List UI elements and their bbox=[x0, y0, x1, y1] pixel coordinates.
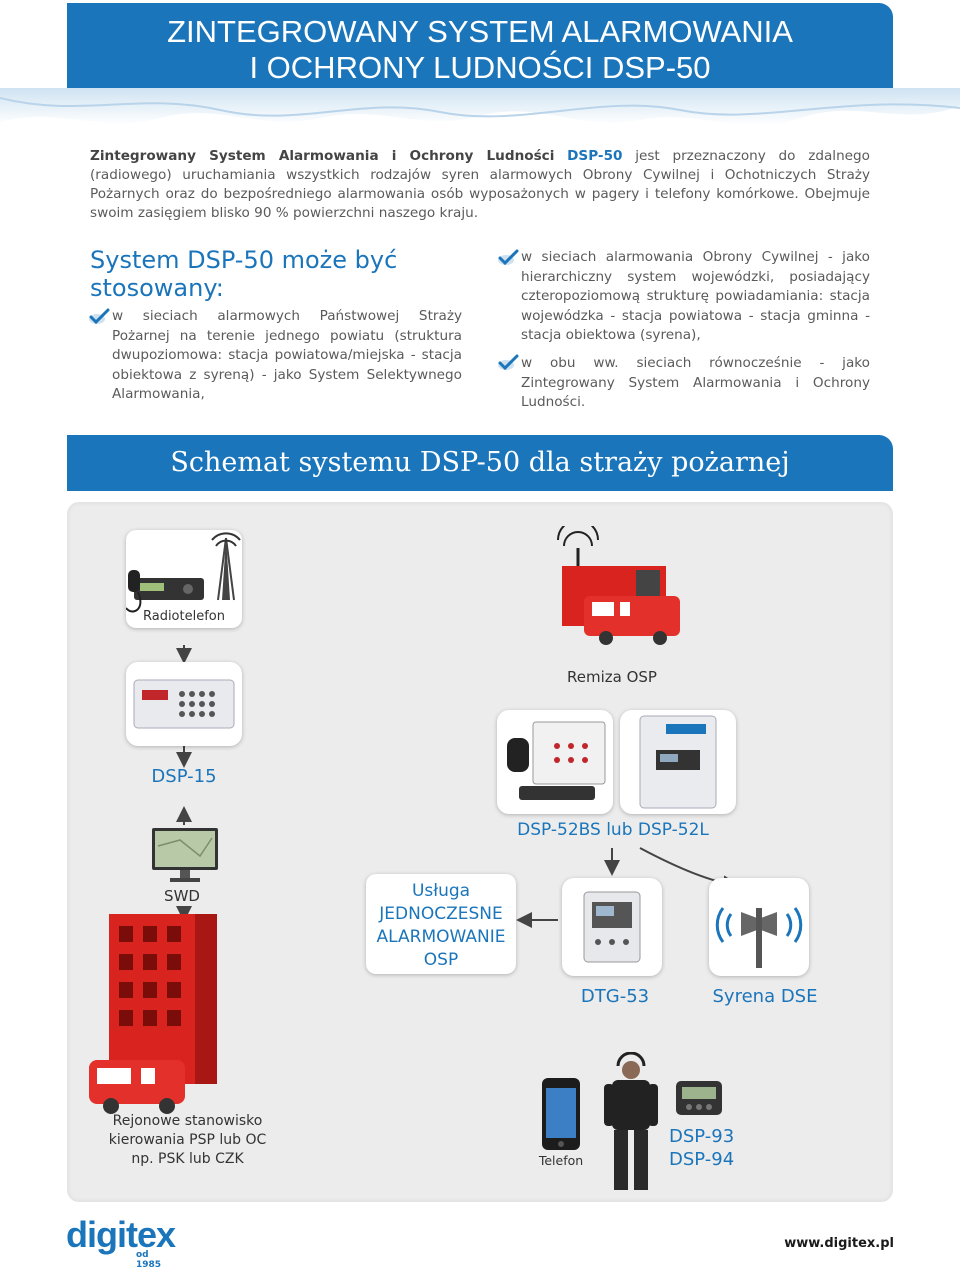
label-telefon: Telefon bbox=[538, 1153, 584, 1168]
label-usluga: Usługa JEDNOCZESNE ALARMOWANIE OSP bbox=[366, 880, 516, 972]
label-syrena: Syrena DSE bbox=[712, 986, 818, 1007]
dtg53-device-icon bbox=[583, 891, 641, 963]
radiotelefon-icon bbox=[125, 532, 241, 613]
header-title-line1: ZINTEGROWANY SYSTEM ALARMOWANIA bbox=[167, 14, 793, 49]
label-swd: SWD bbox=[164, 887, 200, 905]
remiza-osp-icon bbox=[557, 526, 680, 645]
label-dsp52: DSP-52BS lub DSP-52L bbox=[517, 820, 709, 840]
label-usluga-line4: OSP bbox=[423, 950, 459, 970]
page-header: ZINTEGROWANY SYSTEM ALARMOWANIA I OCHRON… bbox=[67, 3, 893, 93]
checkmark-icon bbox=[498, 354, 519, 371]
smartphone-icon bbox=[542, 1078, 580, 1150]
dsp52bs-card bbox=[497, 710, 613, 814]
dtg53-card bbox=[562, 878, 662, 976]
syrena-card bbox=[709, 878, 809, 976]
label-dsp94: DSP-94 bbox=[669, 1149, 735, 1170]
use-item-2: w sieciach alarmowania Obrony Cywilnej -… bbox=[521, 249, 870, 343]
label-usluga-line2: JEDNOCZESNE bbox=[379, 904, 503, 924]
uses-title: System DSP-50 może być stosowany: bbox=[90, 246, 398, 302]
digitex-logo: digitex od 1985 bbox=[66, 1214, 176, 1270]
label-rejonowe-line3: np. PSK lub CZK bbox=[131, 1151, 244, 1167]
dsp15-card bbox=[126, 662, 242, 746]
label-dsp15: DSP-15 bbox=[151, 766, 217, 787]
dsp52bs-device-icon bbox=[507, 721, 606, 800]
label-pagers: DSP-93 DSP-94 bbox=[669, 1125, 741, 1171]
checkmark-icon bbox=[89, 308, 110, 325]
use-item-3: w obu ww. sieciach równocześnie - jako Z… bbox=[521, 355, 870, 410]
dsp52l-device-icon bbox=[639, 715, 717, 809]
header-title-line2: I OCHRONY LUDNOŚCI DSP-50 bbox=[249, 50, 711, 85]
dsp15-device-icon bbox=[133, 679, 235, 729]
label-usluga-line3: ALARMOWANIE bbox=[376, 927, 506, 947]
label-rejonowe-line1: Rejonowe stanowisko bbox=[112, 1113, 263, 1129]
schema-title: Schemat systemu DSP-50 dla straży pożarn… bbox=[67, 435, 893, 491]
monitor-icon bbox=[152, 828, 218, 882]
footer-url[interactable]: www.digitex.pl bbox=[784, 1236, 894, 1251]
label-remiza: Remiza OSP bbox=[567, 668, 657, 686]
label-radiotelefon: Radiotelefon bbox=[142, 609, 225, 624]
intro-model: DSP-50 bbox=[567, 148, 623, 164]
label-dsp93: DSP-93 bbox=[669, 1126, 735, 1147]
radiotelefon-card bbox=[125, 530, 242, 628]
firefighter-icon bbox=[604, 1052, 658, 1190]
checkmark-icon bbox=[498, 249, 519, 266]
use-item-1: w sieciach alarmowych Państwowej Straży … bbox=[112, 308, 462, 402]
label-usluga-line1: Usługa bbox=[411, 881, 471, 901]
usluga-card bbox=[366, 874, 516, 974]
label-rejonowe-line2: kierowania PSP lub OC bbox=[108, 1132, 267, 1148]
dsp52l-card bbox=[620, 710, 736, 814]
logo-wordmark: digitex bbox=[66, 1214, 176, 1255]
intro-system-name: Zintegrowany System Alarmowania i Ochron… bbox=[90, 148, 555, 164]
pager-icon bbox=[676, 1081, 722, 1115]
decorative-ice-strip bbox=[0, 88, 960, 126]
logo-since: od 1985 bbox=[136, 1250, 162, 1270]
siren-icon bbox=[715, 907, 803, 968]
intro-text: jest przeznaczony do zdalnego (radiowego… bbox=[90, 148, 870, 221]
intro-paragraph: Zintegrowany System Alarmowania i Ochron… bbox=[90, 147, 870, 223]
label-rejonowe: Rejonowe stanowisko kierowania PSP lub O… bbox=[100, 1112, 275, 1169]
label-dtg53: DTG-53 bbox=[580, 986, 650, 1007]
fire-station-building-icon bbox=[89, 914, 217, 1114]
